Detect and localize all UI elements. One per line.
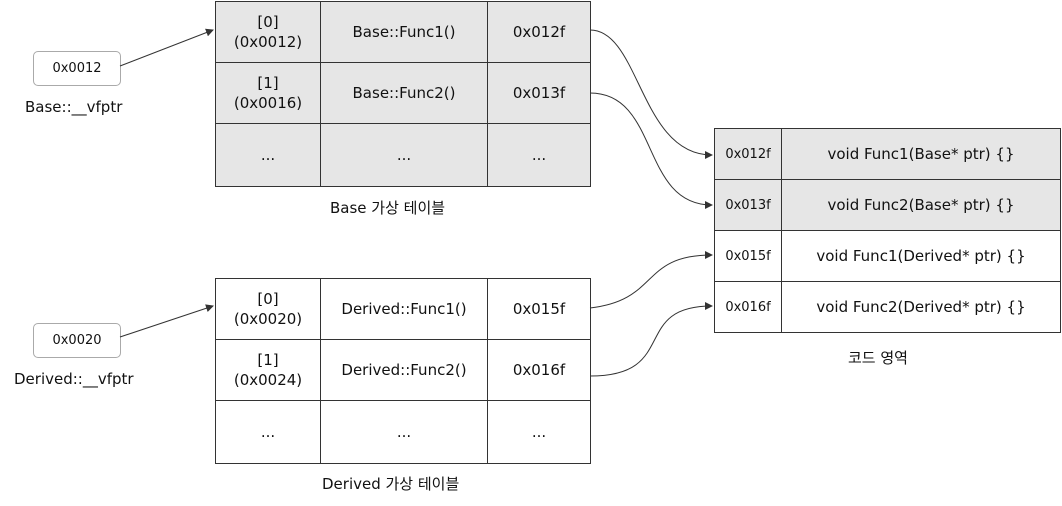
table-row: 0x012f void Func1(Base* ptr) {} — [714, 128, 1061, 180]
base-vtable: [0] (0x0012) Base::Func1() 0x012f [1] (0… — [215, 1, 591, 187]
vtable-func-cell: ... — [320, 123, 488, 187]
vtable-addr-cell: 0x015f — [487, 278, 591, 340]
derived-vfptr-arrow — [119, 304, 214, 338]
vtable-index-cell: [0] (0x0020) — [215, 278, 321, 340]
code-addr-cell: 0x012f — [714, 128, 782, 180]
vtable-addr-cell: 0x012f — [487, 1, 591, 63]
link-base-func1 — [589, 29, 713, 159]
vtable-func-cell: Base::Func1() — [320, 1, 488, 63]
base-vfptr-value: 0x0012 — [52, 61, 102, 76]
base-vfptr-label: Base::__vfptr — [25, 98, 123, 116]
derived-vfptr-box: 0x0020 — [33, 323, 121, 358]
vtable-addr-cell: ... — [487, 400, 591, 464]
vtable-index-cell: ... — [215, 123, 321, 187]
code-addr-cell: 0x013f — [714, 179, 782, 231]
table-row: [0] (0x0012) Base::Func1() 0x012f — [215, 1, 591, 63]
base-vfptr-box: 0x0012 — [33, 51, 121, 86]
link-base-func2 — [589, 92, 713, 209]
table-row: ... ... ... — [215, 123, 591, 187]
derived-vtable: [0] (0x0020) Derived::Func1() 0x015f [1]… — [215, 278, 591, 464]
link-derived-func1 — [589, 251, 713, 309]
table-row: 0x015f void Func1(Derived* ptr) {} — [714, 230, 1061, 282]
base-vfptr-arrow — [119, 28, 214, 67]
code-addr-cell: 0x016f — [714, 281, 782, 333]
base-vtable-caption: Base 가상 테이블 — [330, 199, 446, 217]
code-addr-cell: 0x015f — [714, 230, 782, 282]
derived-vtable-caption: Derived 가상 테이블 — [322, 475, 460, 493]
code-area-caption: 코드 영역 — [848, 349, 908, 367]
vtable-index-cell: ... — [215, 400, 321, 464]
table-row: ... ... ... — [215, 400, 591, 464]
vtable-func-cell: Derived::Func1() — [320, 278, 488, 340]
code-func-cell: void Func2(Derived* ptr) {} — [781, 281, 1061, 333]
table-row: [0] (0x0020) Derived::Func1() 0x015f — [215, 278, 591, 340]
vtable-index-cell: [1] (0x0024) — [215, 339, 321, 401]
vtable-func-cell: ... — [320, 400, 488, 464]
derived-vfptr-value: 0x0020 — [52, 333, 102, 348]
table-row: 0x016f void Func2(Derived* ptr) {} — [714, 281, 1061, 333]
code-area-table: 0x012f void Func1(Base* ptr) {} 0x013f v… — [714, 128, 1061, 333]
table-row: [1] (0x0024) Derived::Func2() 0x016f — [215, 339, 591, 401]
table-row: [1] (0x0016) Base::Func2() 0x013f — [215, 62, 591, 124]
vtable-addr-cell: 0x016f — [487, 339, 591, 401]
vtable-addr-cell: 0x013f — [487, 62, 591, 124]
vtable-addr-cell: ... — [487, 123, 591, 187]
vtable-func-cell: Derived::Func2() — [320, 339, 488, 401]
vtable-index-cell: [1] (0x0016) — [215, 62, 321, 124]
vtable-func-cell: Base::Func2() — [320, 62, 488, 124]
code-func-cell: void Func1(Derived* ptr) {} — [781, 230, 1061, 282]
table-row: 0x013f void Func2(Base* ptr) {} — [714, 179, 1061, 231]
derived-vfptr-label: Derived::__vfptr — [14, 370, 134, 388]
code-func-cell: void Func1(Base* ptr) {} — [781, 128, 1061, 180]
code-func-cell: void Func2(Base* ptr) {} — [781, 179, 1061, 231]
link-derived-func2 — [589, 302, 713, 377]
